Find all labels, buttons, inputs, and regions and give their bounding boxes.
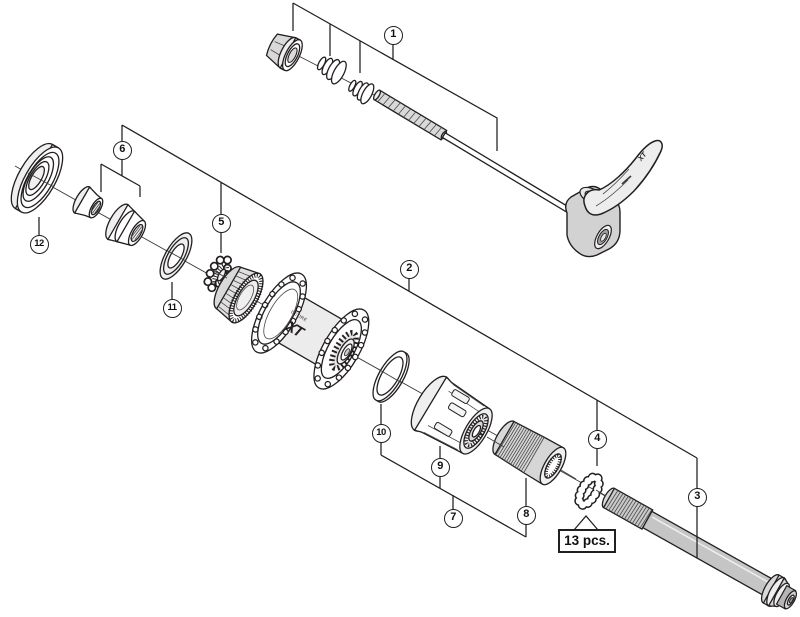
part-hub-shell: DEORE XT (250, 272, 370, 390)
leader-lines (38, 2, 698, 558)
axis-overlay-segments (27, 172, 607, 497)
part-qr-spring-inner (348, 79, 375, 105)
part-qr-lever: XT (564, 139, 663, 258)
part-freehub-body (410, 375, 493, 455)
part-fixing-bolt (492, 420, 567, 486)
note-box-13pcs: 13 pcs. (558, 529, 616, 553)
part-steel-balls (574, 472, 604, 510)
part-qr-skewer (372, 89, 570, 213)
part-lock-nut (105, 203, 147, 247)
part-qr-spring-outer (316, 56, 347, 85)
part-qr-nut (265, 33, 303, 72)
part-cone-small (72, 185, 104, 219)
axis-lines (14, 49, 776, 593)
part-axle (601, 487, 798, 610)
part-rotor-mount (213, 266, 264, 324)
